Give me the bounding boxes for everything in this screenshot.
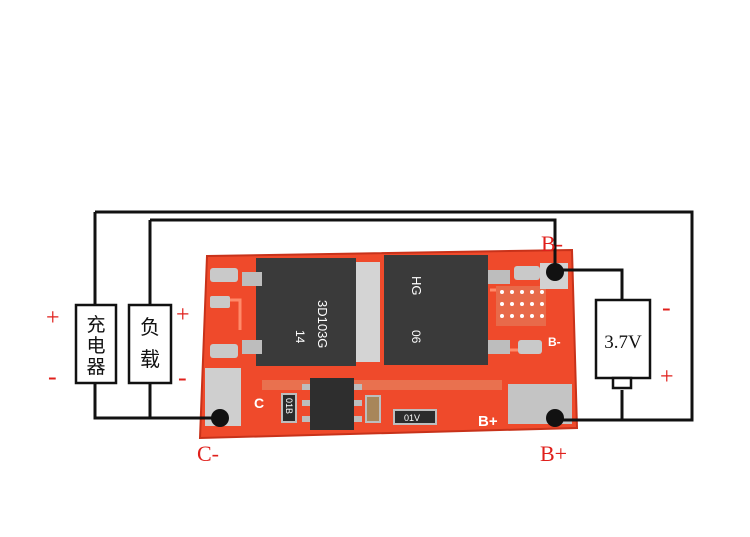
dot-b-minus bbox=[546, 263, 564, 281]
charger-char-2: 电 bbox=[86, 335, 105, 357]
resistor-2 bbox=[393, 409, 437, 425]
label-minus-left-inner: - bbox=[178, 363, 187, 392]
resistor-1 bbox=[281, 393, 297, 423]
charger-char-3: 器 bbox=[86, 357, 105, 378]
mosfet-right-pin-2 bbox=[488, 340, 510, 354]
load-box bbox=[127, 303, 173, 385]
pcb-label-b-minus: B- bbox=[548, 335, 561, 349]
dot-b-plus bbox=[546, 409, 564, 427]
mosfet-left-pin-2 bbox=[242, 340, 262, 354]
mosfet-left bbox=[256, 258, 356, 366]
control-ic bbox=[310, 378, 354, 430]
charger-box bbox=[74, 303, 118, 385]
pad-tl-1 bbox=[210, 268, 238, 282]
mosfet-tab bbox=[356, 262, 380, 362]
label-minus-left-outer: - bbox=[48, 362, 57, 391]
mosfet-right-code: 06 bbox=[409, 330, 423, 344]
label-plus-left-inner: + bbox=[176, 302, 190, 328]
label-b-minus: B- bbox=[541, 231, 563, 256]
battery-voltage: 3.7V bbox=[604, 332, 642, 353]
wire-battery-minus bbox=[555, 268, 624, 300]
load-char-1: 负 bbox=[140, 316, 160, 339]
label-c-minus: C- bbox=[197, 441, 219, 466]
pad-tr-1 bbox=[514, 266, 540, 280]
mosfet-right-pin-1 bbox=[488, 270, 510, 284]
charger-char-1: 充 bbox=[86, 314, 105, 336]
capacitor bbox=[365, 395, 381, 423]
wire-load-top bbox=[150, 218, 557, 270]
ic-pins bbox=[302, 384, 362, 422]
label-plus-left-outer: + bbox=[46, 305, 60, 331]
vias bbox=[500, 290, 544, 318]
pcb-trace-bar bbox=[262, 380, 502, 390]
mosfet-left-mark: 3D103G bbox=[315, 300, 330, 348]
mosfet-left-pin-1 bbox=[242, 272, 262, 286]
resistor-1-mark: 01B bbox=[284, 398, 294, 414]
mosfet-right bbox=[384, 255, 488, 365]
wires bbox=[93, 210, 694, 422]
dot-c-minus bbox=[211, 409, 229, 427]
pad-tr-2 bbox=[518, 340, 542, 354]
battery-box bbox=[594, 298, 652, 380]
label-minus-right: - bbox=[662, 293, 671, 322]
battery-terminal bbox=[611, 376, 633, 390]
pcb-board: C 3D103G 14 HG 06 B- B+ bbox=[198, 248, 579, 440]
label-plus-right: + bbox=[660, 364, 674, 390]
pad-tl-3 bbox=[210, 344, 238, 358]
wire-charger-bottom bbox=[93, 372, 220, 420]
pcb-label-c: C bbox=[254, 395, 264, 411]
load-char-2: 载 bbox=[140, 348, 160, 371]
label-b-plus: B+ bbox=[540, 441, 567, 466]
pcb-label-b-plus: B+ bbox=[478, 413, 498, 430]
mosfet-right-mark: HG bbox=[409, 276, 424, 296]
pad-tl-2 bbox=[210, 296, 230, 308]
mosfet-left-code: 14 bbox=[293, 330, 307, 344]
resistor-2-mark: 01V bbox=[404, 413, 420, 423]
